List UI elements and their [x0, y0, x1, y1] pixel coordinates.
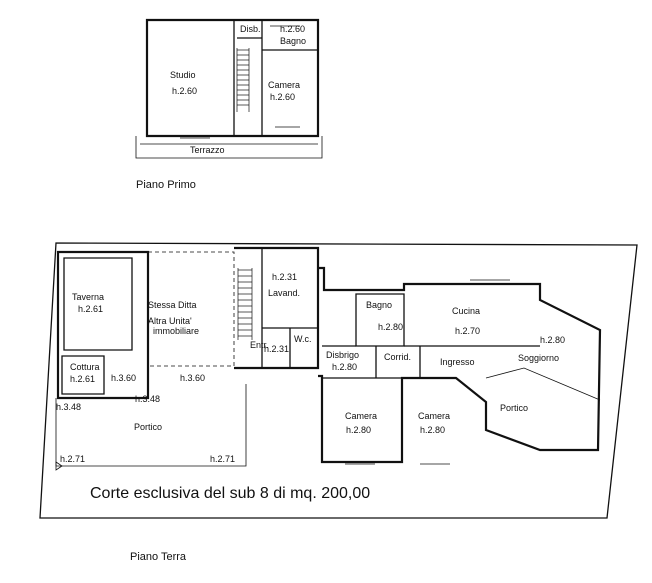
level-271-b: h.2.71	[210, 454, 235, 464]
corte-description: Corte esclusiva del sub 8 di mq. 200,00	[90, 485, 370, 502]
caption-piano-primo: Piano Primo	[136, 179, 196, 191]
entr-name: Entr.	[250, 340, 269, 350]
taverna-room	[63, 257, 133, 351]
terrazzo-name: Terrazzo	[190, 145, 225, 155]
level-348-a: h.3.48	[56, 402, 81, 412]
cucina-name: Cucina	[452, 306, 480, 316]
caption-piano-terra: Piano Terra	[130, 551, 187, 563]
camera-left-name: Camera	[345, 411, 377, 421]
camera-right-height: h.2.80	[420, 425, 445, 435]
portico-main-name: Portico	[134, 422, 162, 432]
stessa-ditta-line3: immobiliare	[153, 326, 199, 336]
cottura-room	[61, 355, 105, 395]
stessa-ditta-line1: Stessa Ditta	[148, 300, 197, 310]
bagno-name: Bagno	[280, 36, 306, 46]
soggiorno-name: Soggiorno	[518, 353, 559, 363]
disbrigo-name: Disbrigo	[326, 350, 359, 360]
studio-name: Studio	[170, 70, 196, 80]
cottura-name: Cottura	[70, 362, 100, 372]
stessa-ditta-line2: Altra Unita'	[148, 316, 192, 326]
bagno-height: h.2.60	[280, 24, 305, 34]
portico-right-outline	[485, 367, 601, 401]
disbrigo-height: h.2.80	[332, 362, 357, 372]
level-marker-triangle	[55, 461, 63, 471]
corrid-name: Corrid.	[384, 352, 411, 362]
taverna-block-wall	[56, 250, 150, 400]
level-348-b: h.3.48	[135, 394, 160, 404]
portico-right-name: Portico	[500, 403, 528, 413]
studio-height: h.2.60	[172, 86, 197, 96]
cucina-height: h.2.70	[455, 326, 480, 336]
bagno-name-ground: Bagno	[366, 300, 392, 310]
ground-floor-plan: Taverna h.2.61 Cottura h.2.61 Stessa Dit…	[39, 242, 638, 519]
first-floor-stair	[236, 48, 250, 112]
taverna-height: h.2.61	[78, 304, 103, 314]
first-floor-outer-wall	[145, 18, 320, 138]
cottura-height: h.2.61	[70, 374, 95, 384]
lavand-height: h.2.31	[272, 272, 297, 282]
terrazzo-outline	[135, 136, 323, 159]
camera-height: h.2.60	[270, 92, 295, 102]
east-house-wall	[318, 266, 602, 464]
portico-main-outline	[55, 384, 247, 467]
camera-right-name: Camera	[418, 411, 450, 421]
entr-height: h.2.31	[264, 344, 289, 354]
soggiorno-height: h.2.80	[540, 335, 565, 345]
lavand-name: Lavand.	[268, 288, 300, 298]
first-floor-plan: Studio h.2.60 Disb. h.2.60 Bagno Camera …	[135, 18, 323, 159]
taverna-name: Taverna	[72, 292, 104, 302]
camera-name: Camera	[268, 80, 300, 90]
bagno-height-ground: h.2.80	[378, 322, 403, 332]
level-271-a: h.2.71	[60, 454, 85, 464]
level-360-a: h.3.60	[111, 373, 136, 383]
camera-left-height: h.2.80	[346, 425, 371, 435]
level-360-b: h.3.60	[180, 373, 205, 383]
wc-name: W.c.	[294, 334, 312, 344]
ingresso-name: Ingresso	[440, 357, 475, 367]
corte-boundary	[39, 242, 638, 519]
disb-name: Disb.	[240, 24, 261, 34]
altra-unita-outline	[148, 251, 235, 367]
ground-floor-stair	[237, 268, 253, 340]
